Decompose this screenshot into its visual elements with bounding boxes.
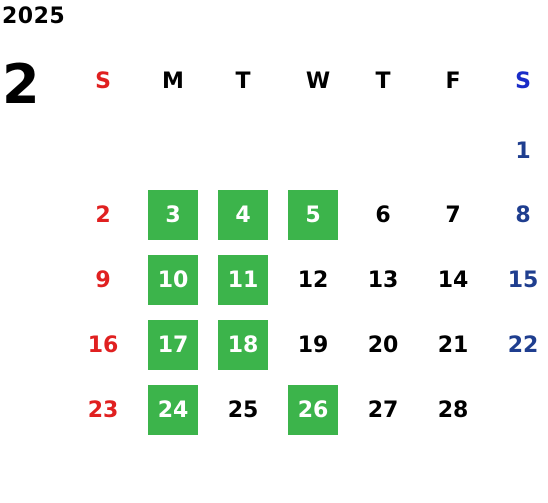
day-cell-11[interactable]: 11 (218, 255, 268, 305)
day-cell-1[interactable]: 1 (515, 138, 531, 164)
day-cell-4[interactable]: 4 (218, 190, 268, 240)
day-cell-6[interactable]: 6 (375, 202, 391, 228)
weekday-monday: M (162, 68, 184, 94)
year-label: 2025 (2, 4, 66, 29)
day-cell-7[interactable]: 7 (445, 202, 461, 228)
day-cell-27[interactable]: 27 (367, 397, 399, 423)
day-cell-16[interactable]: 16 (87, 332, 119, 358)
weekday-wednesday: W (305, 68, 331, 94)
day-cell-5[interactable]: 5 (288, 190, 338, 240)
day-cell-19[interactable]: 19 (297, 332, 329, 358)
weekday-friday: F (445, 68, 461, 94)
day-cell-9[interactable]: 9 (95, 267, 111, 293)
weekday-tuesday: T (235, 68, 251, 94)
day-cell-22[interactable]: 22 (507, 332, 539, 358)
day-cell-12[interactable]: 12 (297, 267, 329, 293)
weekday-saturday: S (515, 68, 531, 94)
day-cell-23[interactable]: 23 (87, 397, 119, 423)
day-cell-10[interactable]: 10 (148, 255, 198, 305)
day-cell-18[interactable]: 18 (218, 320, 268, 370)
weekday-sunday: S (95, 68, 111, 94)
day-cell-25[interactable]: 25 (227, 397, 259, 423)
day-cell-2[interactable]: 2 (95, 202, 111, 228)
day-cell-28[interactable]: 28 (437, 397, 469, 423)
day-cell-21[interactable]: 21 (437, 332, 469, 358)
day-cell-3[interactable]: 3 (148, 190, 198, 240)
day-cell-17[interactable]: 17 (148, 320, 198, 370)
weekday-thursday: T (375, 68, 391, 94)
day-cell-20[interactable]: 20 (367, 332, 399, 358)
month-label: 2 (2, 53, 40, 116)
day-cell-14[interactable]: 14 (437, 267, 469, 293)
day-cell-13[interactable]: 13 (367, 267, 399, 293)
day-cell-8[interactable]: 8 (515, 202, 531, 228)
day-cell-24[interactable]: 24 (148, 385, 198, 435)
day-cell-15[interactable]: 15 (507, 267, 539, 293)
day-cell-26[interactable]: 26 (288, 385, 338, 435)
